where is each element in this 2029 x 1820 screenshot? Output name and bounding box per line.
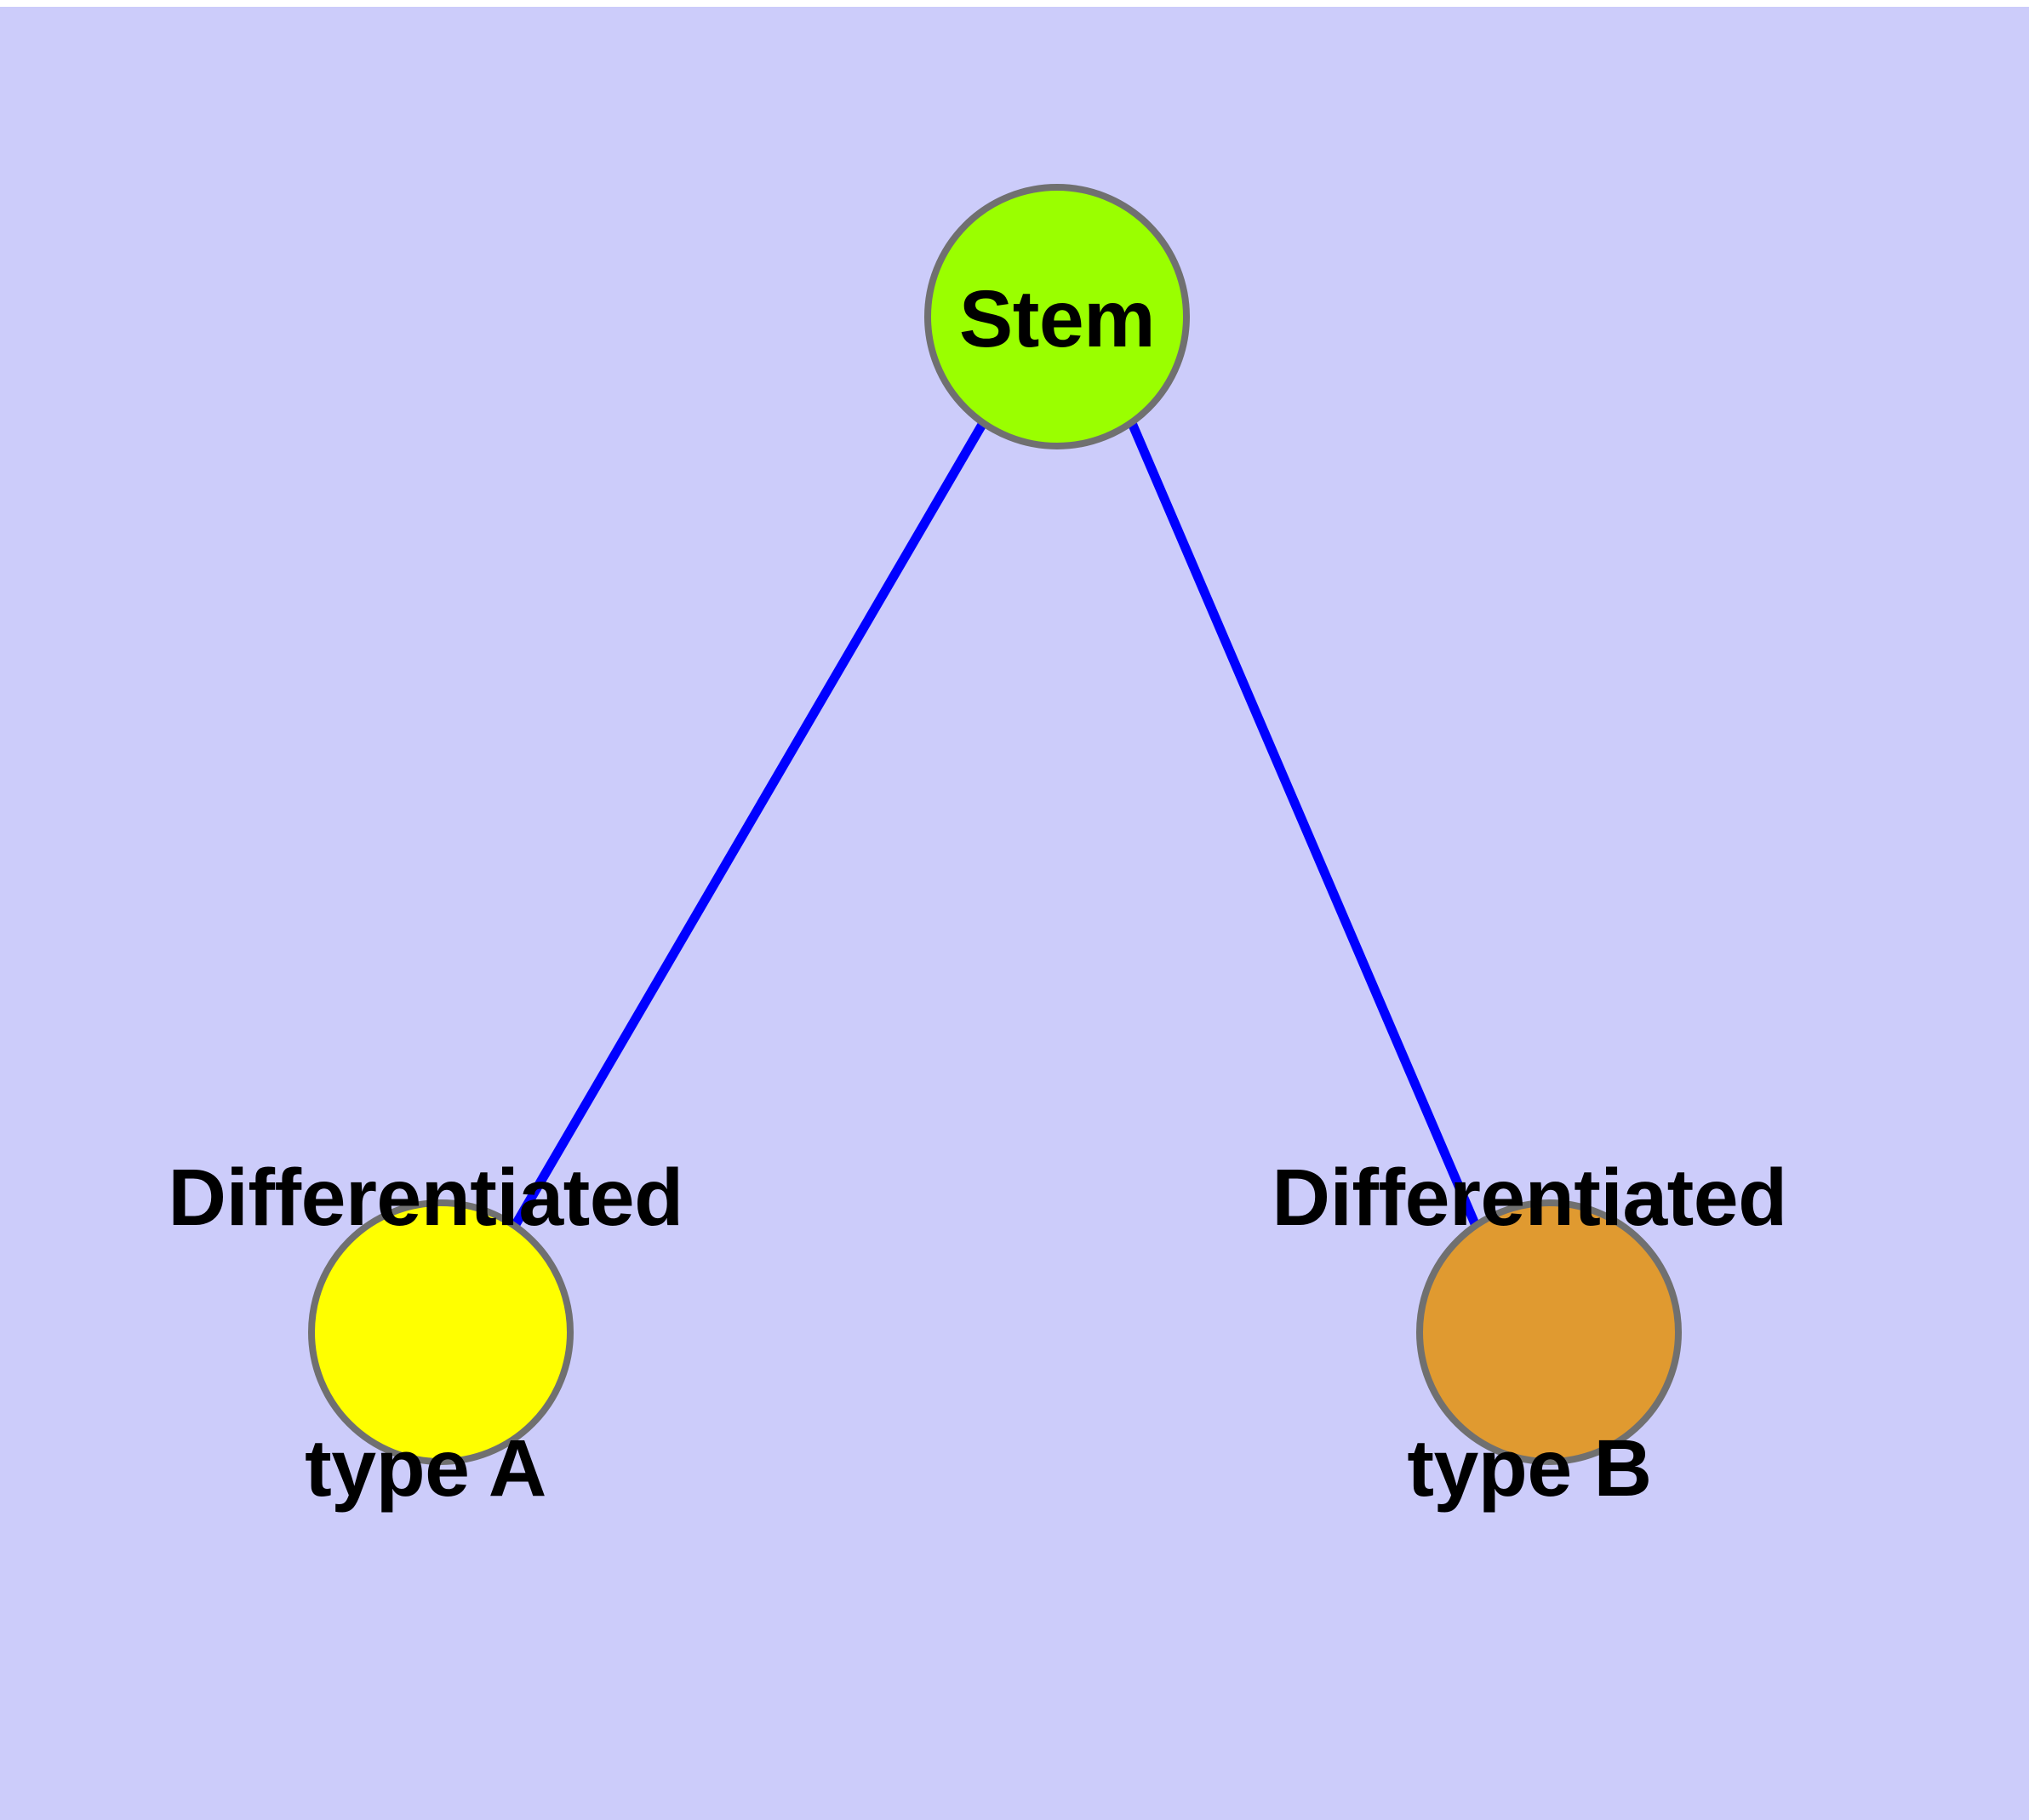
edge-stem-to-differentiated-type-a[interactable] [511,421,987,1228]
node-layer [308,184,1682,1465]
edge-stem-to-differentiated-type-b[interactable] [1127,421,1481,1228]
edge-layer [511,421,1481,1228]
node-differentiated-type-b[interactable] [1416,1199,1682,1465]
node-stem[interactable] [924,184,1190,449]
node-differentiated-type-a[interactable] [308,1199,574,1465]
